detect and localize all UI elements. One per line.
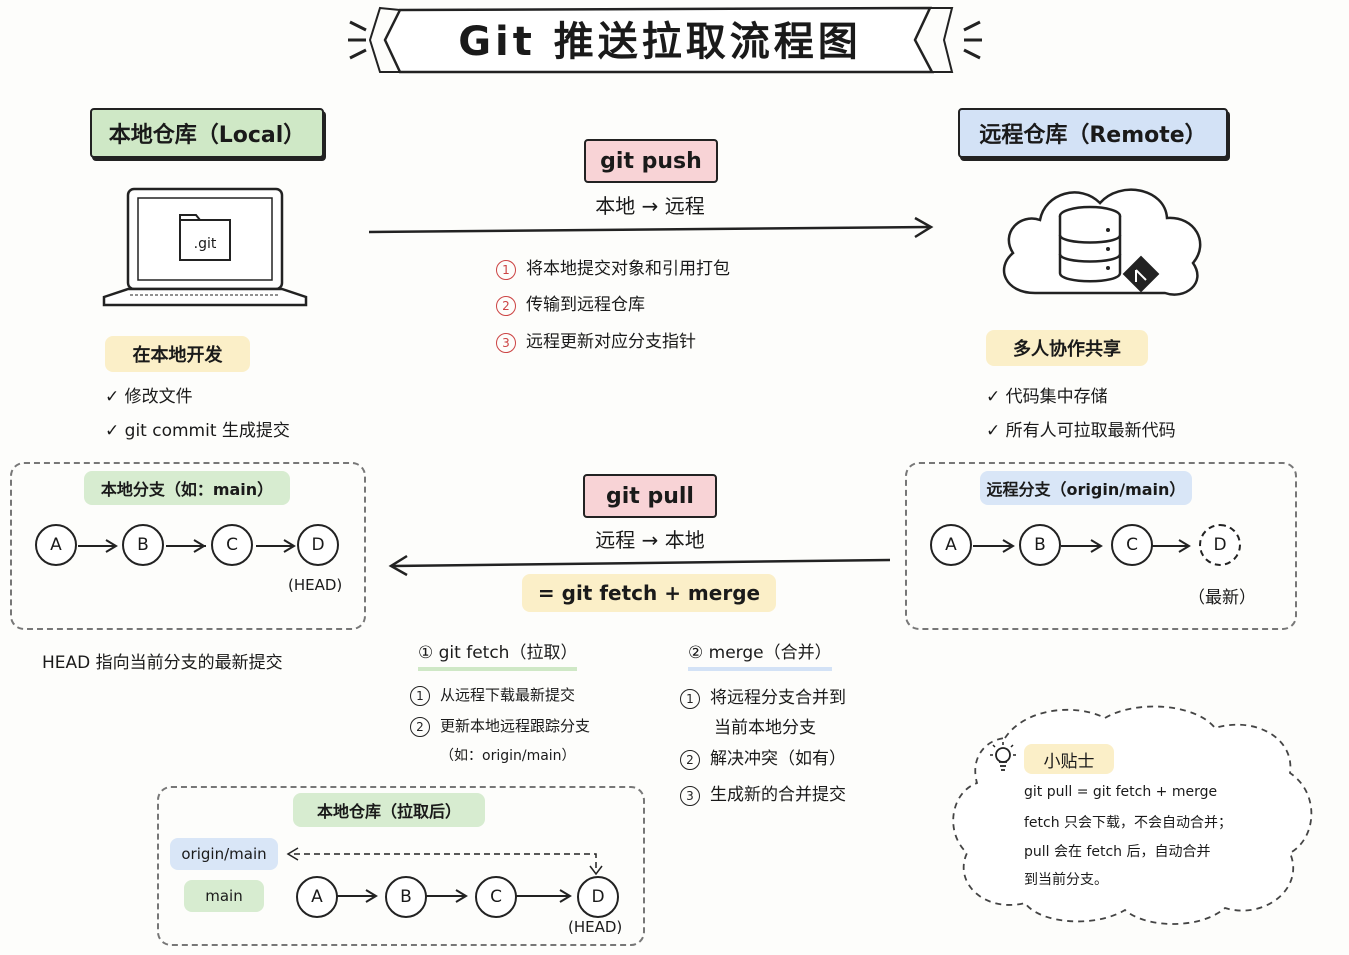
- after-node-a: A: [296, 876, 338, 918]
- local-check-1: ✓ 修改文件: [105, 387, 193, 407]
- tip-line-2: fetch 只会下载，不会自动合并；: [1024, 815, 1233, 831]
- origin-main-label: origin/main: [170, 838, 278, 870]
- merge-title: ② merge（合并）: [688, 638, 832, 671]
- remote-node-b: B: [1019, 524, 1061, 566]
- after-node-b: B: [385, 876, 427, 918]
- main-label: main: [184, 880, 264, 912]
- tip-line-1: git pull = git fetch + merge: [1024, 784, 1218, 800]
- local-check-2: ✓ git commit 生成提交: [105, 421, 290, 441]
- pull-arrow: [388, 554, 891, 577]
- remote-node-c: C: [1111, 524, 1153, 566]
- tip-line-3: pull 会在 fetch 后，自动合并: [1024, 844, 1211, 860]
- lightbulb-icon: [990, 742, 1016, 771]
- remote-branch-label: 远程分支（origin/main）: [980, 471, 1192, 505]
- push-arrow: [368, 216, 934, 239]
- pull-command: git pull: [583, 474, 717, 518]
- after-node-d: D: [577, 876, 619, 918]
- local-heading: 本地仓库（Local）: [90, 108, 324, 158]
- local-commit-chain: [78, 539, 296, 553]
- after-node-c: C: [475, 876, 517, 918]
- head-note: HEAD 指向当前分支的最新提交: [42, 653, 283, 673]
- git-folder-label: .git: [193, 236, 217, 252]
- fetch-title: ① git fetch（拉取）: [418, 638, 578, 671]
- title-banner: [348, 6, 982, 74]
- after-pull-box: [157, 786, 645, 946]
- local-section-title: 在本地开发: [105, 336, 250, 372]
- local-node-c: C: [211, 524, 253, 566]
- remote-node-d: D: [1199, 524, 1241, 566]
- push-command: git push: [584, 139, 718, 183]
- laptop-icon: [102, 187, 308, 307]
- remote-latest-label: （最新）: [1188, 588, 1256, 608]
- pull-direction: 远程 → 本地: [595, 528, 705, 552]
- remote-check-2: ✓ 所有人可拉取最新代码: [986, 421, 1176, 441]
- after-commit-chain: [286, 847, 603, 903]
- merge-step-1-cont: 当前本地分支: [714, 718, 816, 738]
- push-direction: 本地 → 远程: [595, 194, 705, 218]
- pull-equation: = git fetch + merge: [522, 574, 776, 612]
- remote-branch-box: [905, 462, 1297, 630]
- local-node-b: B: [122, 524, 164, 566]
- remote-commit-chain: [973, 539, 1191, 553]
- local-branch-box: [10, 462, 366, 630]
- tip-line-4: 到当前分支。: [1024, 872, 1108, 888]
- local-branch-label: 本地分支（如：main）: [84, 471, 290, 505]
- page-title: Git 推送拉取流程图: [458, 19, 862, 65]
- local-node-a: A: [35, 524, 77, 566]
- remote-check-1: ✓ 代码集中存储: [986, 387, 1108, 407]
- local-node-d: D: [297, 524, 339, 566]
- fetch-step-2-note: （如：origin/main）: [440, 748, 576, 764]
- local-head-label: (HEAD): [288, 576, 343, 594]
- remote-heading: 远程仓库（Remote）: [958, 108, 1228, 158]
- remote-section-title: 多人协作共享: [986, 330, 1148, 366]
- cloud-database-icon: [1002, 188, 1202, 296]
- after-head-label: (HEAD): [568, 918, 623, 936]
- remote-node-a: A: [930, 524, 972, 566]
- after-pull-heading: 本地仓库（拉取后）: [293, 793, 485, 827]
- tip-title: 小贴士: [1024, 744, 1114, 774]
